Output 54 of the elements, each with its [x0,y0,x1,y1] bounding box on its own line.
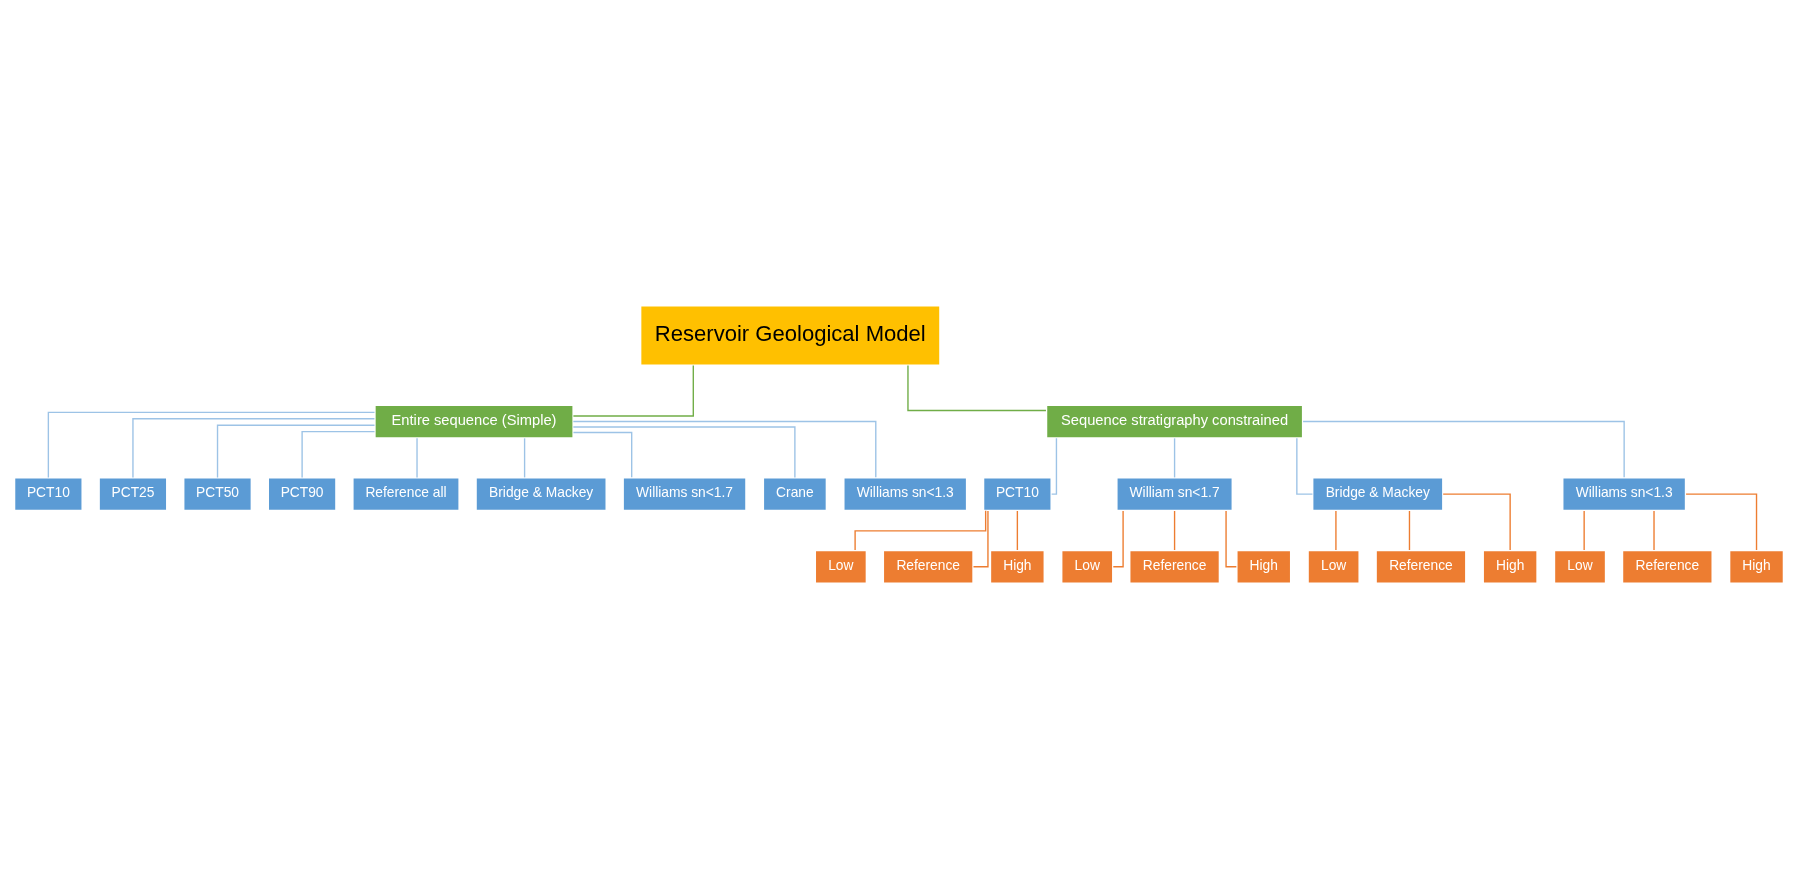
connector [47,411,376,479]
connector [1408,510,1411,551]
connector [1583,510,1585,551]
connector [416,437,418,479]
node-box: Low [1306,549,1361,585]
connector [132,418,376,479]
connector [1442,493,1511,551]
node-box: PCT10 [13,476,84,512]
connector [1016,510,1019,551]
connector [1685,493,1758,551]
node-box: High [1235,549,1292,585]
connector [301,430,376,479]
connector [572,426,796,479]
node-box: Low [1553,549,1607,585]
connector [216,424,376,479]
node-box: High [1728,549,1785,585]
node-box: PCT50 [182,476,253,512]
node-box: Williams sn<1.7 [622,476,748,512]
node-box: Crane [762,476,828,512]
node-box: Reference all [351,476,461,512]
connector [1050,437,1058,495]
node-box: Williams sn<1.3 [1561,476,1687,512]
node-box: Sequence stratigraphy constrained [1045,404,1304,439]
connector [523,437,526,479]
connector [907,364,1047,412]
node-box: Low [814,549,868,585]
connector [1112,510,1124,568]
node-box: Bridge & Mackey [1311,476,1444,512]
connector [1173,437,1176,479]
node-box: PCT10 [982,476,1053,512]
node-box: William sn<1.7 [1115,476,1234,512]
connector [1302,420,1625,478]
node-box: Bridge & Mackey [474,476,608,512]
connector [1173,510,1176,551]
node-box: High [1482,549,1539,585]
node-box: High [989,549,1046,585]
node-box: Williams sn<1.3 [842,476,968,512]
connector [572,420,877,478]
node-box: Reservoir Geological Model [639,304,942,367]
connector [1653,510,1655,551]
node-box: Low [1060,549,1114,585]
node-box: PCT25 [98,476,168,512]
node-box: Reference [1128,549,1221,585]
connector [1296,437,1314,495]
node-box: Reference [1621,549,1714,585]
connector [572,431,633,478]
node-box: Entire sequence (Simple) [373,404,575,439]
connector [1225,510,1238,568]
connector [1335,510,1337,551]
node-box: Reference [1375,549,1467,585]
node-box: Reference [882,549,975,585]
connector [572,364,694,417]
node-box: PCT90 [267,476,338,512]
connector [972,510,989,568]
